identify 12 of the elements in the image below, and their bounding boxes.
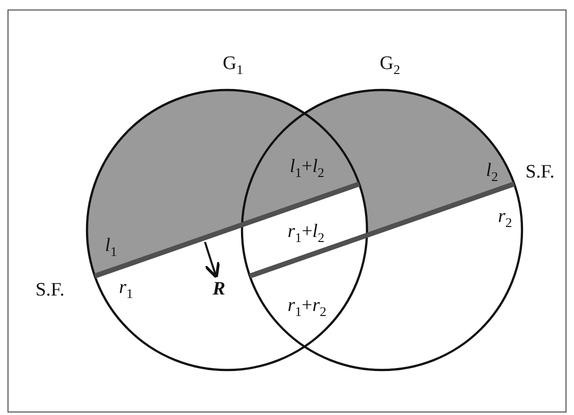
set-label: G$_{2}$ (380, 54, 400, 76)
region-label: r$_{1}$+l$_{2}$ (288, 222, 324, 244)
region-label: l$_{1}$ (105, 236, 117, 258)
region-label: r$_{1}$+r$_{2}$ (288, 296, 326, 318)
region-label: l$_{1}$+l$_{2}$ (290, 156, 324, 180)
region-label: S.F. (525, 162, 555, 182)
region-label: r$_{1}$ (118, 278, 134, 300)
region-label: l$_{2}$ (486, 160, 498, 184)
region-label: S.F. (35, 280, 65, 300)
region-label: r$_{2}$ (498, 206, 512, 230)
vector-label: R (212, 280, 226, 298)
set-label: G$_{1}$ (222, 54, 244, 76)
